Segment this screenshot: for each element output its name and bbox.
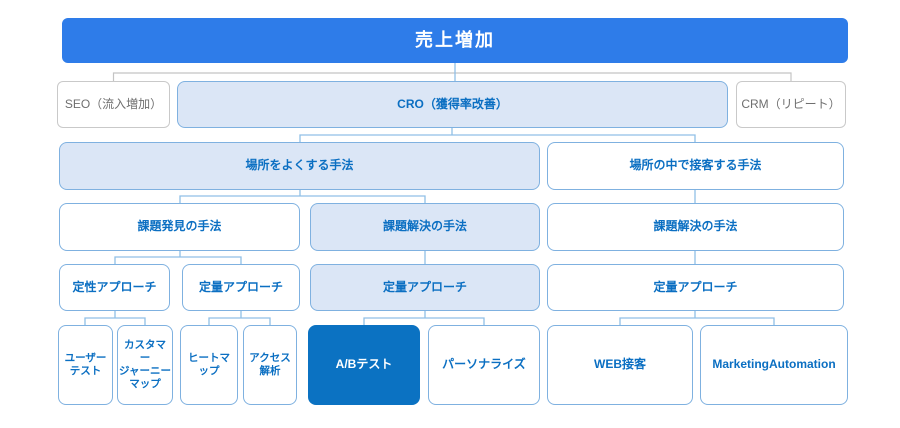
connector-find-issues-to-row5 <box>114 251 242 264</box>
node-quantitative-approach-center: 定量アプローチ <box>310 264 540 311</box>
node-crm: CRM（リピート） <box>736 81 846 128</box>
node-seo: SEO（流入増加） <box>57 81 170 128</box>
node-user-test: ユーザー テスト <box>58 325 113 405</box>
connector-qualitative-to-children <box>84 311 146 325</box>
connector-quant-right-to-children <box>619 311 775 325</box>
node-heat-map: ヒートマ ップ <box>180 325 238 405</box>
node-web-customer-service: WEB接客 <box>547 325 693 405</box>
node-marketing-automation: MarketingAutomation <box>700 325 848 405</box>
node-improve-place: 場所をよくする手法 <box>59 142 540 190</box>
connector-quant-left-to-children <box>208 311 271 325</box>
connector-improve-place-to-row4 <box>179 190 426 203</box>
node-serve-in-place: 場所の中で接客する手法 <box>547 142 844 190</box>
node-sales-growth: 売上増加 <box>62 18 848 63</box>
node-cro: CRO（獲得率改善） <box>177 81 728 128</box>
node-customer-journey-map: カスタマー ジャーニー マップ <box>117 325 173 405</box>
connector-quant-center-to-children <box>363 311 485 325</box>
connector-root-to-seo-crm <box>112 72 792 81</box>
node-find-issues: 課題発見の手法 <box>59 203 300 251</box>
node-quantitative-approach-right: 定量アプローチ <box>547 264 844 311</box>
connector-cro-to-row3 <box>299 128 696 142</box>
node-quantitative-approach-left: 定量アプローチ <box>182 264 300 311</box>
node-solve-issues-right: 課題解決の手法 <box>547 203 844 251</box>
node-qualitative-approach: 定性アプローチ <box>59 264 170 311</box>
node-solve-issues-center: 課題解決の手法 <box>310 203 540 251</box>
node-access-analysis: アクセス 解析 <box>243 325 297 405</box>
node-ab-test: A/Bテスト <box>308 325 420 405</box>
node-personalize: パーソナライズ <box>428 325 540 405</box>
